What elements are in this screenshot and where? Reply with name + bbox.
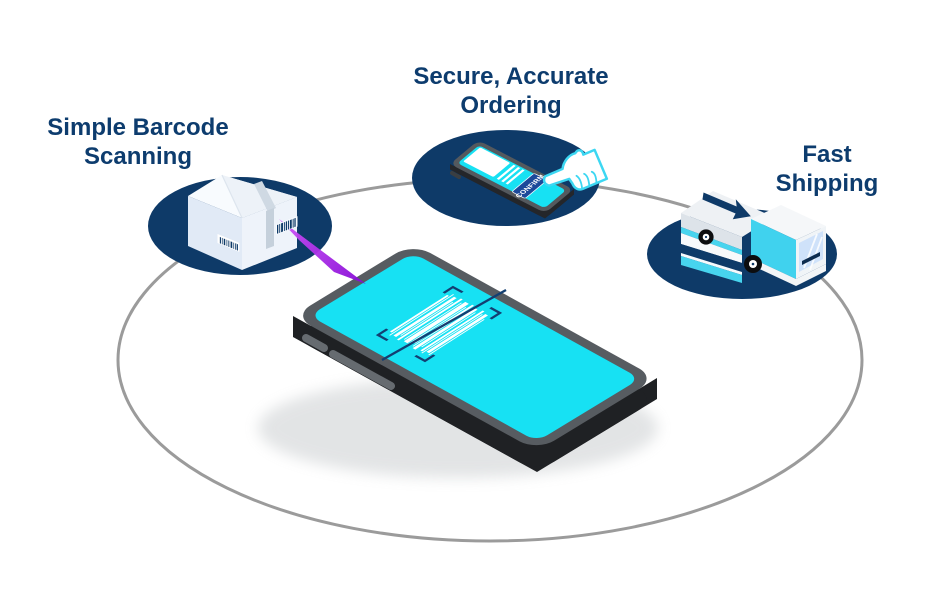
cab-skirt-left [751, 258, 796, 286]
viewfinder-brackets [375, 285, 503, 363]
feature-shipping [647, 191, 837, 299]
package-box-icon [188, 174, 297, 270]
pointer-hand-icon [542, 148, 609, 191]
cab-side-face [751, 219, 796, 279]
smartphone-scanner [293, 249, 657, 472]
label-scanning-line2: Scanning [84, 143, 192, 170]
box-tape-side [266, 208, 274, 249]
cargo-lid-band [681, 213, 742, 250]
box-side-barcode [276, 216, 298, 235]
cargo-white-band [681, 233, 742, 263]
chassis-band [681, 256, 742, 283]
source-bars [277, 217, 296, 234]
scan-line [381, 288, 507, 362]
box-flap-seam [221, 174, 243, 219]
cargo-navy-stripe [681, 244, 742, 272]
mini-phone-button [450, 171, 461, 179]
label-shipping-line1: Fast [802, 141, 851, 168]
cargo-top-face [681, 191, 774, 237]
cab-roof [751, 205, 826, 240]
cargo-white-band-2 [681, 253, 742, 275]
barcode-viewfinder [375, 285, 503, 363]
barcode-bars [389, 294, 488, 356]
scan-beam [279, 219, 366, 284]
cab-grille [802, 252, 820, 265]
box-top-right-flap [222, 175, 297, 218]
ordering-phone-icon: CONFIRM [450, 142, 609, 219]
label-scanning-line1: Simple Barcode [47, 114, 228, 141]
rear-wheel [698, 229, 714, 245]
box-shipping-label [217, 234, 240, 252]
phone-power-button [329, 350, 395, 390]
label-ordering-line2: Ordering [460, 92, 561, 119]
order-receipt-card [463, 147, 510, 177]
phone-screen [315, 256, 635, 438]
label-ordering-line1: Secure, Accurate [413, 63, 608, 90]
delivery-truck-icon [681, 191, 826, 286]
box-label-bars [219, 236, 239, 251]
label-shipping-line2: Shipping [776, 170, 879, 197]
cab-skirt-front [796, 264, 826, 286]
front-wheel [744, 255, 762, 273]
phone-volume-button [302, 334, 328, 352]
box-left-face [188, 196, 242, 270]
feature-scanning [148, 174, 332, 275]
feature-labels: Simple Barcode Scanning Secure, Accurate… [47, 63, 878, 197]
shipping-arrow-icon [702, 192, 751, 220]
order-text-lines [496, 164, 525, 185]
confirm-button [512, 173, 547, 199]
box-tape-top [254, 181, 276, 212]
feature-ordering: CONFIRM [412, 130, 609, 226]
